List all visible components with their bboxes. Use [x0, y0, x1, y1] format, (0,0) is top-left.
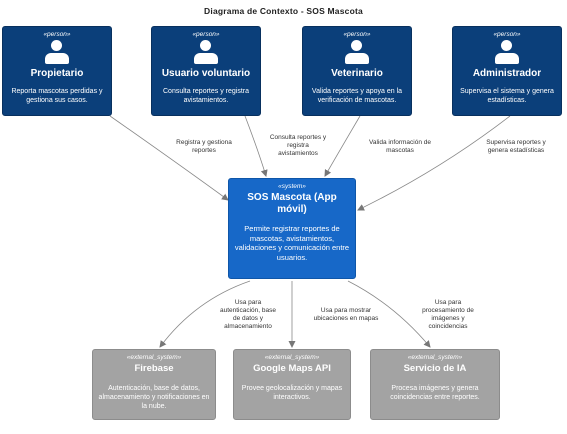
person-icon: [493, 40, 521, 65]
person-description: Valida reportes y apoya en la verificaci…: [311, 88, 403, 104]
external-system-name: Servicio de IA: [403, 363, 467, 374]
person-name: Usuario voluntario: [161, 68, 251, 79]
system-name: SOS Mascota (App móvil): [247, 192, 337, 215]
person-icon: [43, 40, 71, 65]
relation-label-maps: Usa para mostrar ubicaciones en mapas: [313, 307, 379, 322]
person-icon: [343, 40, 371, 65]
relation-label-ia: Usa para procesamiento de imágenes y coi…: [422, 299, 474, 330]
external-system-description: Provee geolocalización y mapas interacti…: [241, 385, 343, 401]
arrow-firebase: [159, 280, 251, 348]
person-veterinario: «person» Veterinario Valida reportes y a…: [302, 26, 412, 116]
arrow-administrador: [357, 115, 511, 211]
person-description: Supervisa el sistema y genera estadístic…: [460, 88, 554, 104]
person-propietario: «person» Propietario Reporta mascotas pe…: [2, 26, 112, 116]
external-system-name: Firebase: [134, 363, 174, 374]
external-system-name: Google Maps API: [253, 363, 331, 374]
arrow-voluntario: [244, 115, 268, 177]
relation-label-administrador: Supervisa reportes y genera estadísticas: [486, 139, 546, 154]
person-stereotype: «person»: [43, 31, 71, 38]
external-system-stereotype: «external_system»: [264, 354, 320, 361]
relation-label-veterinario: Valida información de mascotas: [368, 139, 432, 154]
person-icon: [192, 40, 220, 65]
external-system-description: Autenticación, base de datos, almacenami…: [98, 385, 210, 410]
external-system-stereotype: «external_system»: [407, 354, 463, 361]
person-name: Veterinario: [331, 68, 383, 79]
person-description: Consulta reportes y registra avistamient…: [163, 88, 249, 104]
external-system-ia: «external_system» Servicio de IA Procesa…: [370, 349, 500, 420]
person-stereotype: «person»: [343, 31, 371, 38]
arrow-propietario: [109, 115, 229, 201]
person-name: Administrador: [472, 68, 542, 79]
person-description: Reporta mascotas perdidas y gestiona sus…: [11, 88, 103, 104]
relation-label-voluntario: Consulta reportes y registra avistamient…: [269, 134, 327, 157]
arrow-ia: [347, 280, 431, 348]
external-system-firebase: «external_system» Firebase Autenticación…: [92, 349, 216, 420]
system-sos-mascota: «system» SOS Mascota (App móvil) Permite…: [228, 178, 356, 279]
person-stereotype: «person»: [493, 31, 521, 38]
system-stereotype: «system»: [278, 183, 306, 190]
arrow-veterinario: [324, 115, 361, 177]
relation-label-firebase: Usa para autenticación, base de datos y …: [219, 299, 276, 330]
external-system-stereotype: «external_system»: [126, 354, 182, 361]
person-administrador: «person» Administrador Supervisa el sist…: [452, 26, 562, 116]
system-description: Permite registrar reportes de mascotas, …: [234, 224, 350, 262]
person-name: Propietario: [30, 68, 84, 79]
diagram-title: Diagrama de Contexto - SOS Mascota: [204, 6, 363, 16]
external-system-google-maps: «external_system» Google Maps API Provee…: [233, 349, 351, 420]
relation-label-propietario: Registra y gestiona reportes: [176, 139, 232, 154]
external-system-description: Procesa imágenes y genera coincidencias …: [390, 385, 480, 401]
person-usuario-voluntario: «person» Usuario voluntario Consulta rep…: [151, 26, 261, 116]
person-stereotype: «person»: [192, 31, 220, 38]
